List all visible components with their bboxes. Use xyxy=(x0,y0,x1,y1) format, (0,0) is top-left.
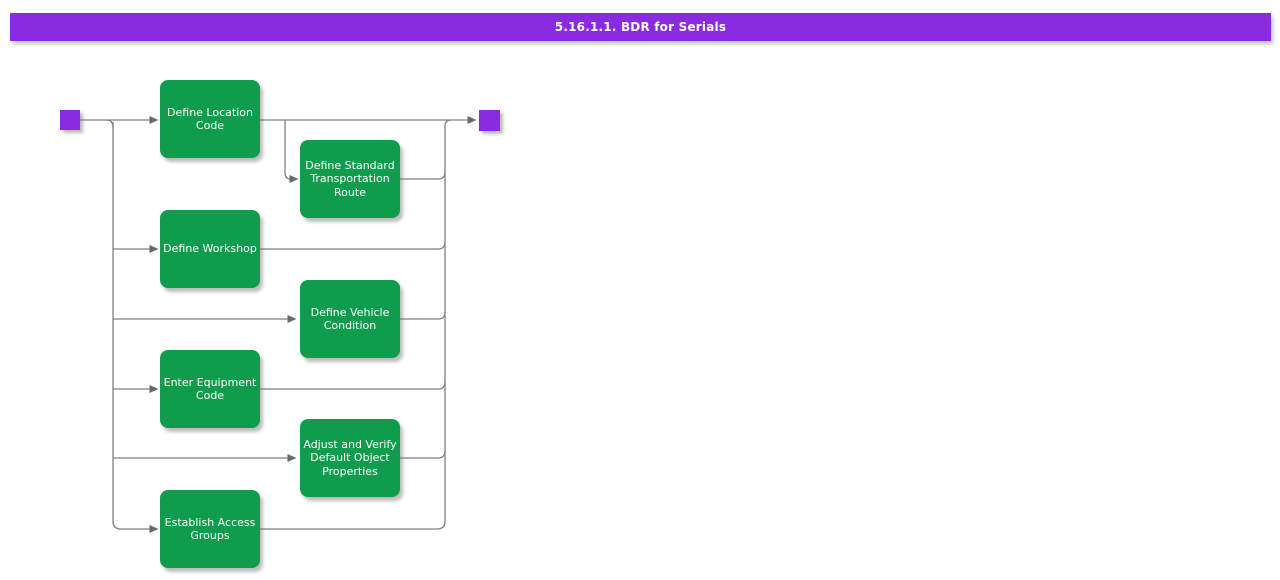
activity-label: Define Vehicle Condition xyxy=(310,305,390,333)
connector xyxy=(284,120,299,183)
activity-define-location-code[interactable]: Define Location Code xyxy=(160,80,260,158)
activity-define-workshop[interactable]: Define Workshop xyxy=(160,210,260,288)
activity-label: Enter Equipment Code xyxy=(163,375,257,403)
connector xyxy=(400,171,446,180)
activity-label: Establish Access Groups xyxy=(164,515,256,543)
page-title: 5.16.1.1. BDR for Serials xyxy=(554,20,727,34)
title-bar: 5.16.1.1. BDR for Serials xyxy=(10,13,1271,41)
connector xyxy=(260,520,446,530)
activity-define-vehicle-condition[interactable]: Define Vehicle Condition xyxy=(300,280,400,358)
connector xyxy=(400,311,446,320)
activity-label: Define Workshop xyxy=(163,242,257,256)
start-node-icon xyxy=(60,110,80,130)
activity-label: Define Location Code xyxy=(167,105,253,133)
connector xyxy=(105,119,114,128)
connector xyxy=(260,241,446,250)
activity-label: Adjust and Verify Default Object Propert… xyxy=(303,437,397,478)
activity-adjust-verify-default-object-properties[interactable]: Adjust and Verify Default Object Propert… xyxy=(300,419,400,497)
connector xyxy=(400,450,446,459)
connector xyxy=(260,381,446,390)
connector xyxy=(444,119,452,521)
end-node-icon xyxy=(479,110,500,131)
activity-label: Define Standard Transportation Route xyxy=(305,158,395,199)
activity-define-standard-transportation-route[interactable]: Define Standard Transportation Route xyxy=(300,140,400,218)
connector xyxy=(112,122,159,533)
activity-enter-equipment-code[interactable]: Enter Equipment Code xyxy=(160,350,260,428)
activity-establish-access-groups[interactable]: Establish Access Groups xyxy=(160,490,260,568)
